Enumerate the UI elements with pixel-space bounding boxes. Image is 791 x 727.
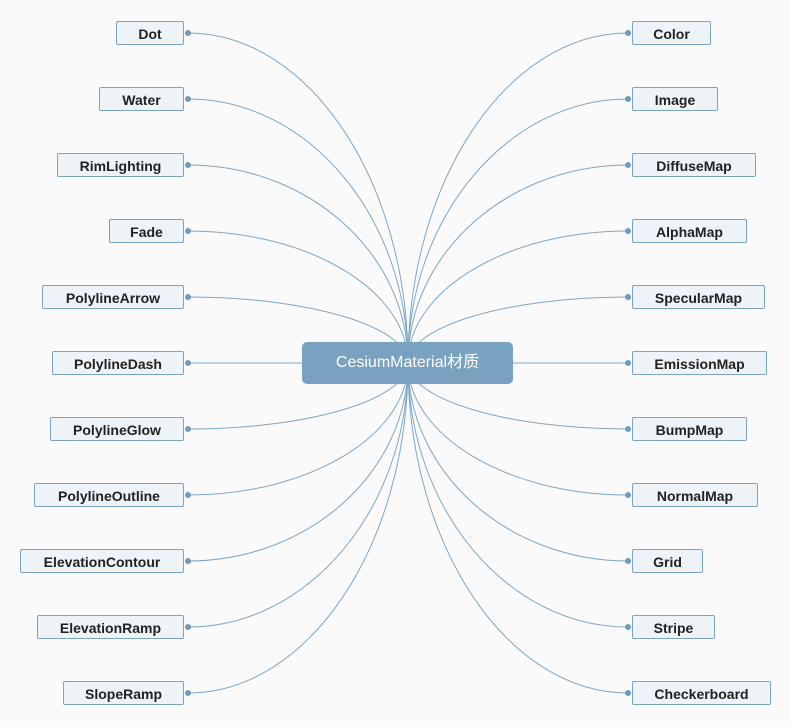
connector-dot-left-10 [185, 690, 191, 696]
connector-dot-left-1 [185, 96, 191, 102]
left-node-7[interactable]: PolylineOutline [34, 483, 184, 507]
connector-dot-left-3 [185, 228, 191, 234]
link-right-10 [407, 362, 629, 694]
connector-dot-left-4 [185, 294, 191, 300]
left-node-1[interactable]: Water [99, 87, 184, 111]
right-node-8[interactable]: Grid [632, 549, 703, 573]
left-node-10[interactable]: SlopeRamp [63, 681, 184, 705]
connector-dot-left-7 [185, 492, 191, 498]
connector-dot-right-3 [625, 228, 631, 234]
link-left-7 [187, 362, 409, 496]
left-node-0[interactable]: Dot [116, 21, 184, 45]
left-node-4[interactable]: PolylineArrow [42, 285, 184, 309]
connector-dot-left-5 [185, 360, 191, 366]
link-right-3 [407, 230, 629, 364]
left-node-9[interactable]: ElevationRamp [37, 615, 184, 639]
right-node-2[interactable]: DiffuseMap [632, 153, 756, 177]
connector-dot-right-4 [625, 294, 631, 300]
link-right-9 [407, 362, 629, 628]
right-node-0[interactable]: Color [632, 21, 711, 45]
connector-dot-left-2 [185, 162, 191, 168]
right-node-3[interactable]: AlphaMap [632, 219, 747, 243]
link-left-0 [187, 32, 409, 364]
connector-dot-right-9 [625, 624, 631, 630]
link-right-1 [407, 98, 629, 364]
root-node[interactable]: CesiumMaterial材质 [302, 342, 513, 384]
connector-dot-right-2 [625, 162, 631, 168]
connector-dot-right-7 [625, 492, 631, 498]
right-node-4[interactable]: SpecularMap [632, 285, 765, 309]
connector-dot-right-8 [625, 558, 631, 564]
connector-dot-left-6 [185, 426, 191, 432]
link-right-7 [407, 362, 629, 496]
link-right-8 [407, 362, 629, 562]
left-node-2[interactable]: RimLighting [57, 153, 184, 177]
connector-dot-right-5 [625, 360, 631, 366]
right-node-10[interactable]: Checkerboard [632, 681, 771, 705]
left-node-5[interactable]: PolylineDash [52, 351, 184, 375]
right-node-6[interactable]: BumpMap [632, 417, 747, 441]
right-node-5[interactable]: EmissionMap [632, 351, 767, 375]
right-node-1[interactable]: Image [632, 87, 718, 111]
connector-dot-left-9 [185, 624, 191, 630]
link-left-9 [187, 362, 409, 628]
link-left-1 [187, 98, 409, 364]
link-right-0 [407, 32, 629, 364]
connector-dot-left-8 [185, 558, 191, 564]
left-node-6[interactable]: PolylineGlow [50, 417, 184, 441]
connector-dot-right-1 [625, 96, 631, 102]
connector-dot-right-6 [625, 426, 631, 432]
link-left-3 [187, 230, 409, 364]
link-left-2 [187, 164, 409, 364]
link-left-10 [187, 362, 409, 694]
connector-dot-right-0 [625, 30, 631, 36]
left-node-8[interactable]: ElevationContour [20, 549, 184, 573]
right-node-7[interactable]: NormalMap [632, 483, 758, 507]
link-right-2 [407, 164, 629, 364]
right-node-9[interactable]: Stripe [632, 615, 715, 639]
left-node-3[interactable]: Fade [109, 219, 184, 243]
connector-dot-left-0 [185, 30, 191, 36]
link-left-8 [187, 362, 409, 562]
connector-dot-right-10 [625, 690, 631, 696]
